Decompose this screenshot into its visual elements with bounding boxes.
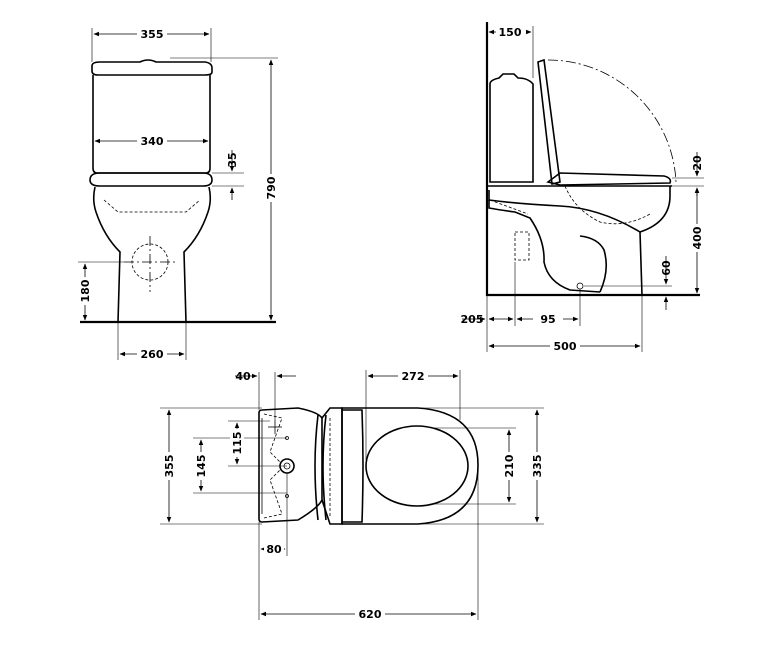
dim-side-150: 150: [499, 26, 522, 39]
side-trap-outer: [488, 200, 601, 293]
dim-front-35: 35: [226, 152, 239, 167]
side-raised-lid: [537, 58, 561, 185]
dim-top-40: 40: [235, 370, 251, 383]
dim-top-210: 210: [503, 454, 516, 477]
dim-top-355: 355: [163, 455, 176, 478]
dim-top-335: 335: [531, 455, 544, 478]
dim-side-20: 20: [691, 155, 704, 171]
front-inner-bowl: [103, 199, 201, 213]
dim-top-115: 115: [231, 432, 244, 455]
dim-front-355: 355: [141, 28, 164, 41]
dim-side-205: 205: [461, 313, 484, 326]
dim-side-500: 500: [554, 340, 577, 353]
front-bowl-right: [183, 186, 212, 323]
front-tank-lid: [91, 59, 213, 76]
front-seat: [89, 172, 213, 187]
dim-front-790: 790: [265, 176, 278, 199]
top-seat-opening: [365, 425, 469, 507]
side-bowl-inner: [564, 185, 651, 225]
top-bowl-outer: [341, 407, 479, 525]
dim-front-180: 180: [79, 279, 92, 302]
top-seat-hinge: [342, 409, 364, 523]
side-view: 150 20 400 60 205 95 500: [461, 22, 704, 353]
top-hinge: [314, 414, 327, 521]
dim-top-80: 80: [266, 543, 282, 556]
dim-side-95: 95: [540, 313, 555, 326]
top-view: 40 272 355 145 115 210: [160, 369, 544, 621]
dim-side-400: 400: [691, 226, 704, 249]
dim-top-272: 272: [402, 370, 425, 383]
dim-top-620: 620: [359, 608, 382, 621]
top-tank: [258, 407, 323, 523]
side-trap-dashed: [514, 231, 530, 261]
dim-top-145: 145: [195, 455, 208, 478]
side-bowl-shell: [488, 186, 671, 233]
side-trap-inner: [579, 235, 608, 293]
side-tank: [489, 73, 534, 183]
dim-side-60: 60: [660, 260, 673, 276]
side-bowl-front: [639, 231, 643, 296]
front-tank-body: [92, 75, 211, 174]
dim-front-340: 340: [141, 135, 164, 148]
side-lid-swing-arc: [547, 59, 677, 183]
dim-front-260: 260: [141, 348, 164, 361]
side-seat: [546, 172, 672, 186]
front-bowl-left: [92, 186, 121, 323]
front-view: 355 340 35 790 180 260: [78, 27, 278, 361]
